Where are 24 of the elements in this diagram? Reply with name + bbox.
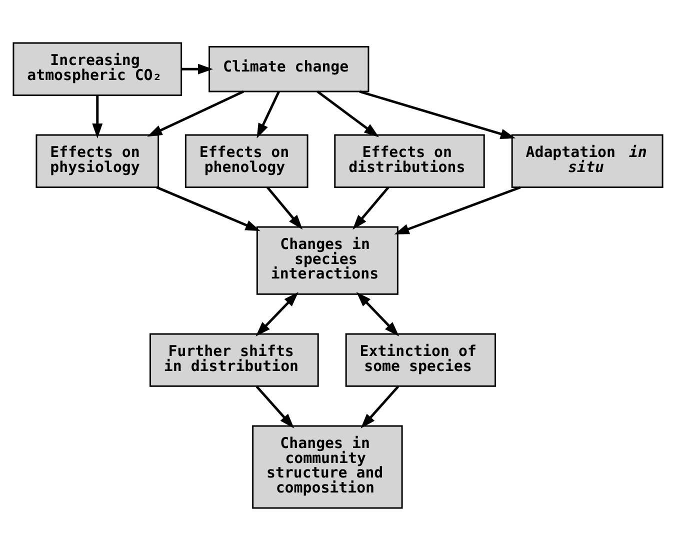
arrow bbox=[359, 90, 516, 140]
arrow bbox=[256, 91, 280, 138]
arrow bbox=[266, 186, 303, 230]
arrow bbox=[156, 186, 260, 232]
arrow bbox=[182, 64, 213, 74]
arrow bbox=[256, 386, 294, 428]
node-box: Effects on physiology bbox=[36, 134, 160, 188]
node-box: Effects on phenology bbox=[184, 134, 308, 188]
arrow bbox=[147, 90, 244, 137]
node-box: Adaptation in situ bbox=[511, 134, 664, 188]
node-box: Changes in species interactions bbox=[256, 226, 398, 295]
arrow bbox=[316, 90, 380, 138]
node-box: Increasing atmospheric CO₂ bbox=[12, 42, 182, 96]
arrow bbox=[92, 95, 103, 138]
arrow bbox=[256, 292, 298, 336]
arrow bbox=[360, 386, 400, 428]
arrow bbox=[356, 292, 400, 336]
node-box: Changes in community structure and composition bbox=[252, 425, 403, 509]
arrow bbox=[352, 186, 390, 230]
node-box: Extinction of some species bbox=[345, 333, 496, 387]
arrow bbox=[394, 186, 521, 234]
node-box: Further shifts in distribution bbox=[150, 333, 319, 387]
node-box: Effects on distributions bbox=[334, 134, 485, 188]
node-box: Climate change bbox=[208, 46, 370, 92]
